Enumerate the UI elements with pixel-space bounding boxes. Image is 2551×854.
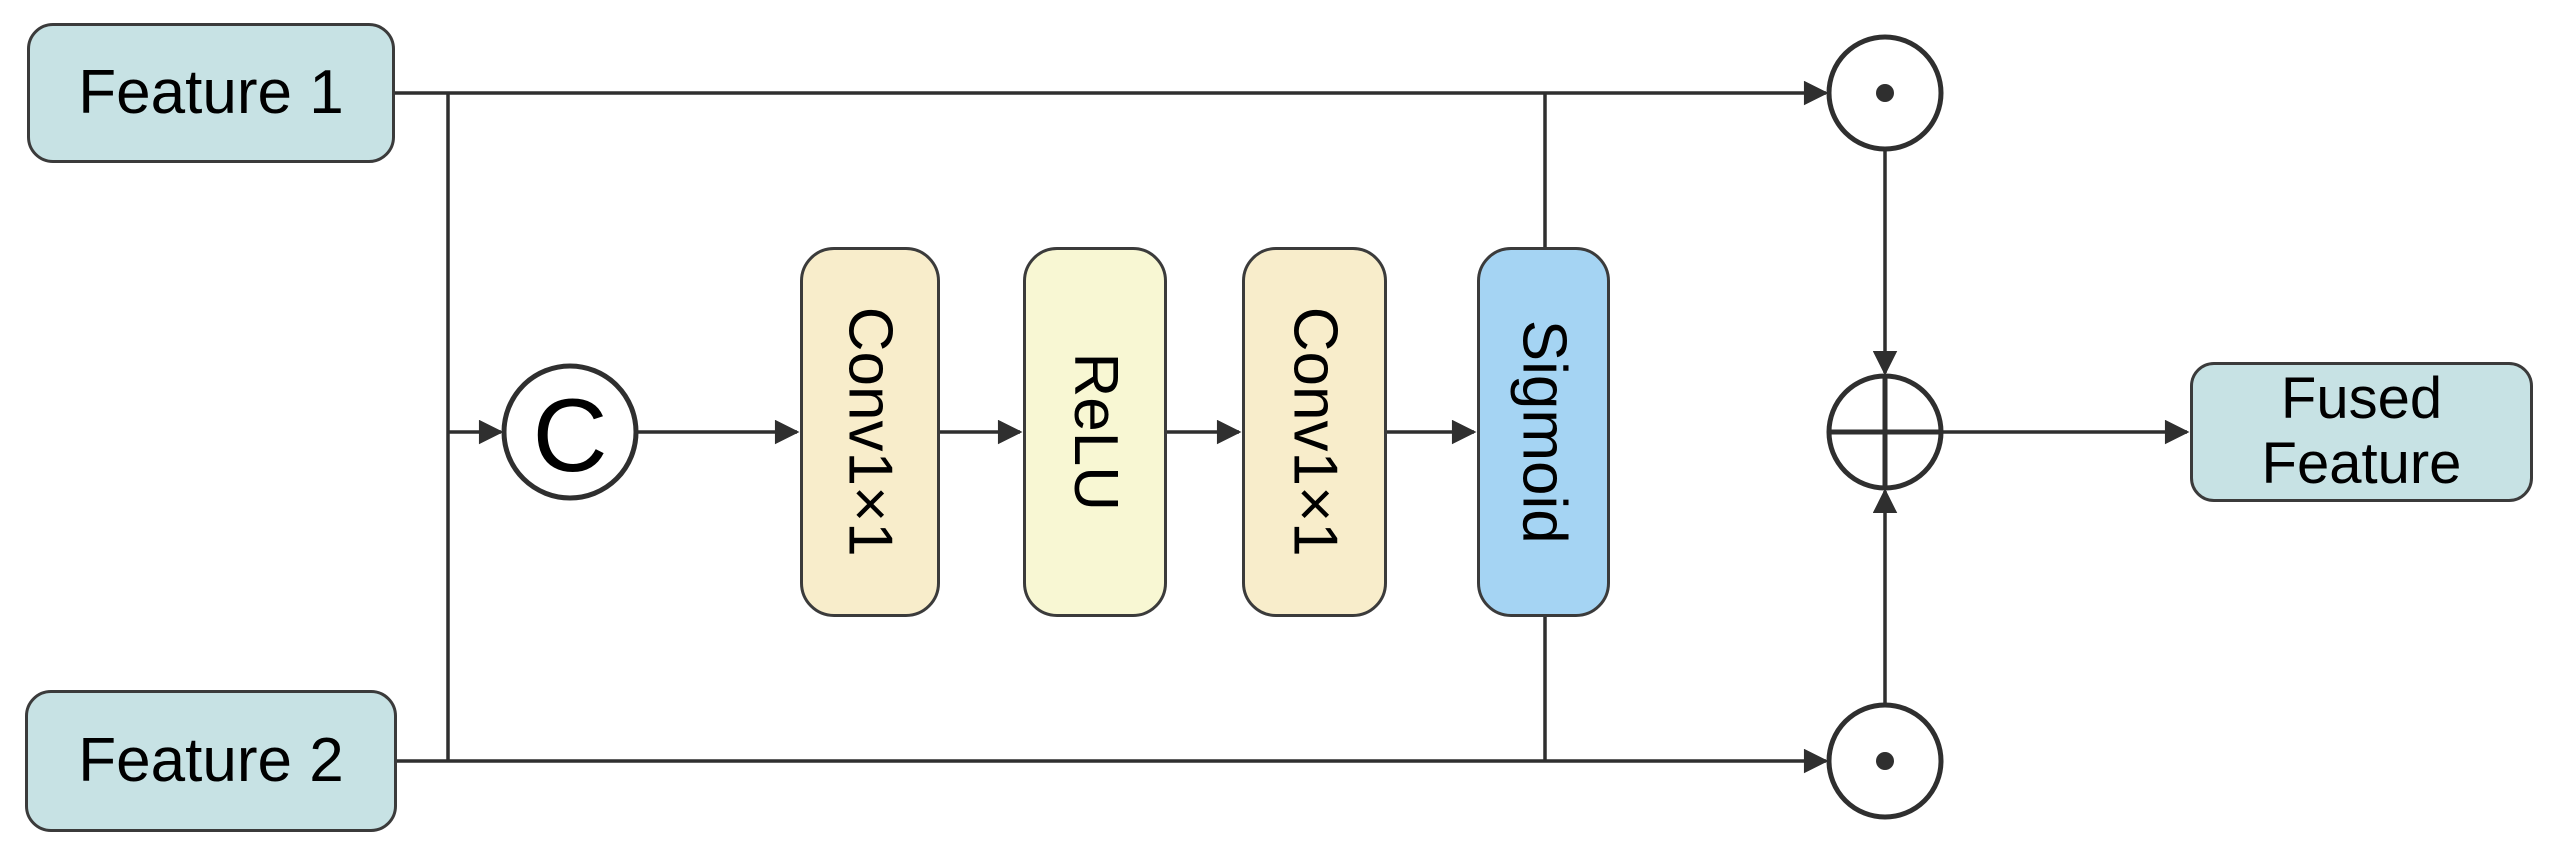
node-fused-feature-label: Fused Feature [2261, 366, 2462, 496]
node-feature2-label: Feature 2 [78, 726, 344, 796]
multiply-dot-icon [1876, 84, 1894, 102]
add-operator [1826, 373, 1944, 491]
node-conv1x1-first: Conv1×1 [800, 247, 940, 617]
edges [395, 80, 2190, 774]
node-sigmoid: Sigmoid [1477, 247, 1610, 617]
concat-label: C [532, 378, 607, 494]
add-plus-icon [1829, 376, 1941, 488]
node-conv1x1-second-label: Conv1×1 [1280, 307, 1350, 557]
node-relu: ReLU [1023, 247, 1167, 617]
node-conv1x1-second: Conv1×1 [1242, 247, 1387, 617]
multiply-dot-icon [1876, 752, 1894, 770]
node-fused-feature: Fused Feature [2190, 362, 2533, 502]
node-feature2: Feature 2 [25, 690, 397, 832]
node-feature1: Feature 1 [27, 23, 395, 163]
concat-circle [501, 363, 639, 501]
multiply-operator-bottom [1826, 702, 1944, 820]
multiply-operator-top [1826, 34, 1944, 152]
node-feature1-label: Feature 1 [78, 58, 344, 128]
node-relu-label: ReLU [1060, 352, 1130, 512]
node-conv1x1-first-label: Conv1×1 [835, 307, 905, 557]
concat-operator: C [501, 363, 639, 501]
node-sigmoid-label: Sigmoid [1509, 320, 1579, 544]
